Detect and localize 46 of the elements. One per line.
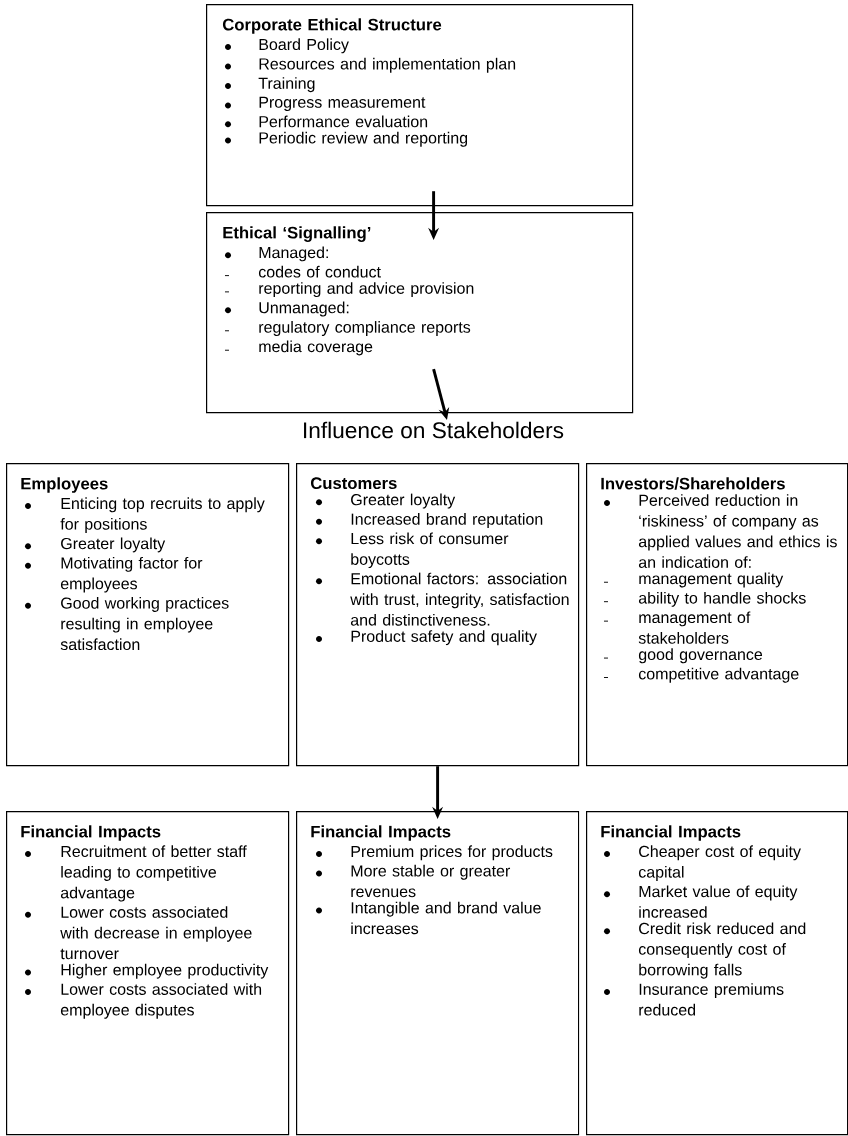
list-item: Emotional factors: association with trust, integrity, satisfaction and distinctiveness. bbox=[316, 572, 569, 626]
list-item: Enticing top recruits to apply for positions bbox=[25, 497, 265, 533]
list-item: ability to handle shocks bbox=[603, 591, 806, 607]
list-item: Board Policy bbox=[225, 38, 349, 54]
list-item: competitive advantage bbox=[603, 667, 799, 683]
list-item: Training bbox=[225, 77, 315, 93]
list-item: Motivating factor for employees bbox=[25, 556, 203, 593]
box-heading: Ethical ‘Signalling’ bbox=[223, 226, 371, 242]
list-item: Increased brand reputation bbox=[316, 513, 543, 528]
list-item: Higher employee productivity bbox=[25, 963, 269, 979]
list-item: management quality bbox=[603, 572, 784, 588]
list-item: Recruitment of better staff leading to competitive advantage bbox=[25, 845, 247, 902]
list-item: Product safety and quality bbox=[316, 630, 537, 646]
list-item: codes of conduct bbox=[224, 265, 381, 278]
list-item: Cheaper cost of equity capital bbox=[604, 845, 801, 881]
list-item: Intangible and brand value increases bbox=[316, 901, 541, 935]
list-item: Less risk of consumer boycotts bbox=[316, 532, 509, 569]
list-item: Lower costs associated with employee disputes bbox=[25, 983, 262, 1019]
list-item: Greater loyalty bbox=[316, 493, 456, 509]
list-item: Lower costs associated with decrease in employee turnover bbox=[25, 906, 252, 960]
list-item: media coverage bbox=[224, 340, 373, 356]
list-item: More stable or greater revenues bbox=[316, 864, 511, 898]
list-item: Progress measurement bbox=[225, 96, 426, 111]
list-item: reporting and advice provision bbox=[224, 282, 474, 298]
list-item: Managed: bbox=[225, 246, 328, 262]
box-heading: Employees bbox=[21, 477, 108, 493]
list-item: Performance evaluation bbox=[225, 115, 428, 128]
section-title: Influence on Stakeholders bbox=[304, 421, 564, 439]
list-item: Premium prices for products bbox=[316, 845, 553, 861]
box-heading: Customers bbox=[310, 477, 397, 490]
list-item: Credit risk reduced and consequently cost of borrowing falls bbox=[604, 922, 806, 979]
box-heading: Financial Impacts bbox=[601, 825, 741, 841]
box-heading: Financial Impacts bbox=[21, 825, 161, 841]
list-item: Periodic review and reporting bbox=[225, 131, 468, 147]
list-item: Insurance premiums reduced bbox=[604, 983, 784, 1016]
list-item: Unmanaged: bbox=[225, 301, 349, 317]
list-item: regulatory compliance reports bbox=[224, 321, 471, 336]
box-heading: Corporate Ethical Structure bbox=[222, 18, 442, 34]
list-item: Good working practices resulting in employee satisfaction bbox=[25, 597, 229, 651]
list-item: Resources and implementation plan bbox=[225, 57, 516, 73]
list-item: Market value of equity increased bbox=[604, 885, 798, 918]
box-heading: Financial Impacts bbox=[311, 825, 451, 841]
list-item: Perceived reduction in ‘riskiness’ of company as applied values and ethics is an indication of: bbox=[604, 494, 837, 568]
list-item: good governance bbox=[603, 648, 763, 664]
list-item: Greater loyalty bbox=[25, 537, 166, 553]
box-heading: Investors/Shareholders bbox=[601, 477, 785, 490]
